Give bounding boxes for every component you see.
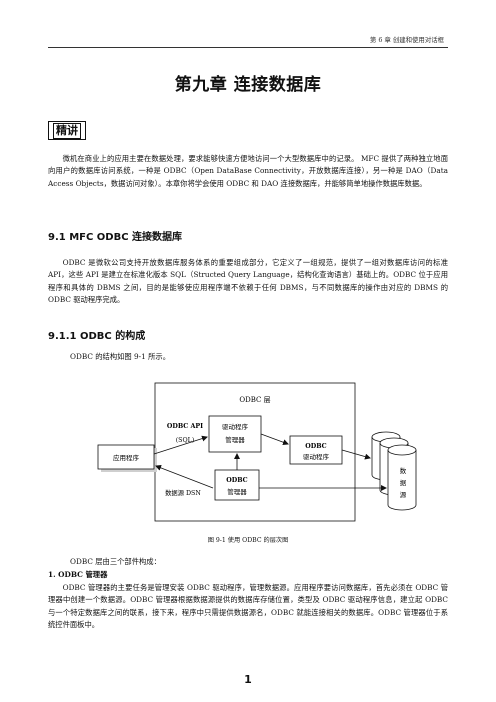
driver-manager-box bbox=[208, 415, 262, 453]
intro-paragraph: 微机在商业上的应用主要在数据处理，要求能够快速方便地访问一个大型数据库中的记录。… bbox=[48, 154, 448, 188]
data-source-char-3: 源 bbox=[400, 490, 407, 499]
odbc-manager-label-1: ODBC bbox=[226, 477, 247, 484]
page-number: 1 bbox=[244, 673, 252, 686]
section-9-1-1-heading: 9.1.1 ODBC 的构成 bbox=[48, 331, 146, 342]
odbc-api-label: ODBC API bbox=[167, 423, 203, 430]
odbc-driver-label-1: ODBC bbox=[305, 443, 326, 450]
figure-intro-line: ODBC 的结构如图 9-1 所示。 bbox=[70, 352, 170, 361]
running-header: 第 6 章 创建和使用对话框 bbox=[369, 36, 444, 44]
application-box bbox=[97, 444, 155, 470]
section-9-1-paragraph: ODBC 是微软公司支持开放数据库服务体系的重要组成部分，它定义了一组规范，提供… bbox=[48, 258, 448, 304]
badge-label: 精讲 bbox=[53, 122, 81, 139]
odbc-layer-label: ODBC 层 bbox=[239, 396, 270, 404]
odbc-driver-label-2: 驱动程序 bbox=[303, 452, 330, 461]
database-cylinders bbox=[371, 431, 417, 511]
arrow-driver-manager-to-odbc-driver bbox=[260, 433, 289, 446]
components-line: ODBC 层由三个部件构成： bbox=[70, 557, 161, 566]
arrow-odbc-manager-to-app bbox=[155, 465, 214, 489]
application-label: 应用程序 bbox=[113, 453, 140, 462]
jingjiang-badge: 精讲 bbox=[48, 121, 86, 140]
figure-caption: 图 9-1 使用 ODBC 的层次图 bbox=[207, 537, 289, 544]
item-1-paragraph: ODBC 管理器的主要任务是管理安装 ODBC 驱动程序，管理数据源。应用程序要… bbox=[48, 583, 448, 629]
chapter-title: 第九章 连接数据库 bbox=[174, 75, 322, 95]
item-1-title: 1. ODBC 管理器 bbox=[48, 570, 108, 579]
header-rule bbox=[48, 47, 448, 48]
odbc-driver-box bbox=[289, 435, 343, 465]
dsn-label: 数据源 DSN bbox=[165, 488, 201, 497]
data-source-char-1: 数 bbox=[400, 466, 407, 475]
driver-manager-label-2: 管理器 bbox=[225, 435, 245, 444]
driver-manager-label-1: 驱动程序 bbox=[222, 422, 249, 431]
arrow-app-to-driver-manager bbox=[153, 435, 208, 455]
sql-label: (SQL) bbox=[176, 437, 195, 444]
odbc-manager-box bbox=[214, 469, 260, 501]
data-source-char-2: 据 bbox=[400, 478, 407, 487]
arrow-odbc-driver-to-data-source bbox=[341, 449, 371, 460]
odbc-manager-label-2: 管理器 bbox=[227, 487, 247, 496]
section-9-1-heading: 9.1 MFC ODBC 连接数据库 bbox=[48, 232, 183, 243]
